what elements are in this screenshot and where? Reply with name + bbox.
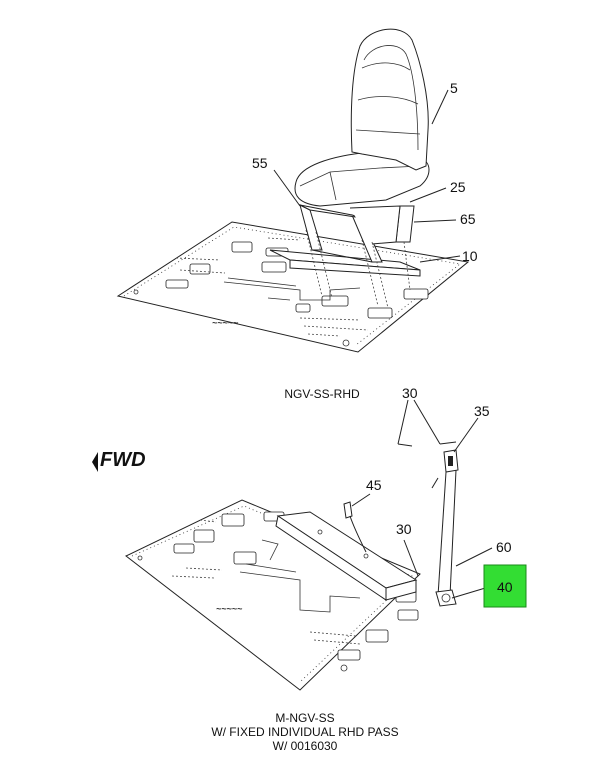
top-pedestal-rail	[269, 249, 421, 277]
svg-text:~~~~~: ~~~~~	[216, 604, 243, 614]
seat-base-frame	[299, 204, 415, 309]
callout-40-highlight[interactable]	[483, 564, 527, 608]
seat-assembly	[294, 28, 430, 207]
callout-35[interactable]: 35	[474, 403, 490, 419]
callout-60[interactable]: 60	[496, 539, 512, 555]
bracket-lines-30	[397, 399, 457, 447]
caption-line-3: W/ 0016030	[273, 739, 338, 753]
fwd-label: FWD	[100, 449, 146, 471]
pedestal-riser	[275, 511, 418, 601]
callout-65[interactable]: 65	[460, 211, 476, 227]
callout-25[interactable]: 25	[450, 179, 466, 195]
callout-40[interactable]: 40	[497, 579, 513, 595]
top-floor-panel: ~~~~~	[116, 221, 470, 353]
top-leader-lines	[273, 89, 461, 263]
callout-55[interactable]: 55	[252, 155, 268, 171]
seat-belt-anchor	[431, 449, 459, 607]
seat-belt-buckle	[343, 501, 367, 553]
caption-line-1: M-NGV-SS	[275, 711, 334, 725]
caption-line-2: W/ FIXED INDIVIDUAL RHD PASS	[211, 725, 398, 739]
callout-30-upper[interactable]: 30	[402, 385, 418, 401]
svg-text:~~~~~: ~~~~~	[212, 318, 239, 328]
bottom-floor-panel: ~~~~~	[125, 499, 421, 691]
bottom-leader-lines	[351, 417, 493, 599]
callout-45[interactable]: 45	[366, 477, 382, 493]
callout-30-lower[interactable]: 30	[396, 521, 412, 537]
callout-10[interactable]: 10	[462, 248, 478, 264]
callout-5[interactable]: 5	[450, 80, 458, 96]
forward-direction-arrow: FWD	[92, 449, 146, 472]
top-view-caption: NGV-SS-RHD	[284, 387, 360, 401]
